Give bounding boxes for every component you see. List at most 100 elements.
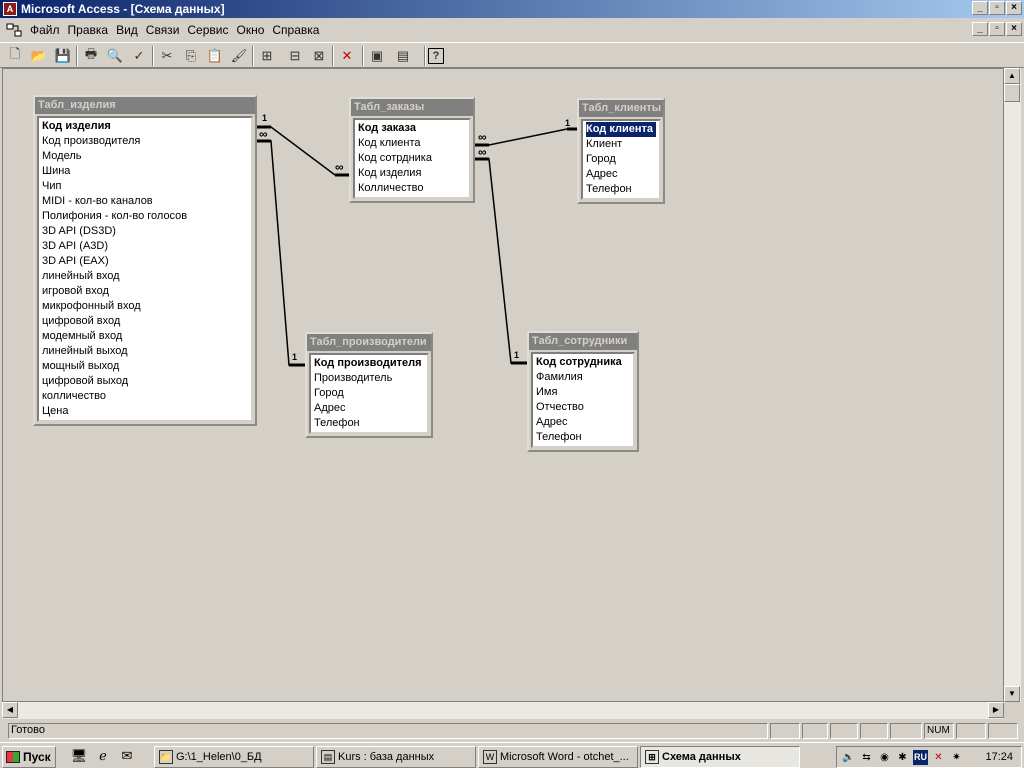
table-title[interactable]: Табл_клиенты <box>579 100 663 117</box>
restore-button[interactable]: ▫ <box>989 1 1005 15</box>
table-field[interactable]: Полифония - кол-во голосов <box>42 210 188 222</box>
menu-item[interactable]: Сервис <box>187 23 229 37</box>
table-field[interactable]: модемный вход <box>42 330 123 342</box>
table-field[interactable]: Код производителя <box>314 357 422 369</box>
scroll-right-arrow-icon[interactable]: ▶ <box>988 702 1004 718</box>
table-field[interactable]: 3D API (DS3D) <box>42 225 116 237</box>
table-field[interactable]: Город <box>586 153 616 165</box>
show-table-icon[interactable]: ⊞ <box>261 48 273 63</box>
new-icon[interactable]: 🗋 <box>9 46 21 61</box>
table-field[interactable]: Код заказа <box>358 122 416 134</box>
horizontal-scrollbar[interactable]: ◀ ▶ <box>2 702 1004 719</box>
scroll-left-arrow-icon[interactable]: ◀ <box>2 702 18 718</box>
scroll-up-arrow-icon[interactable]: ▲ <box>1004 68 1020 84</box>
table-title[interactable]: Табл_производители <box>307 334 431 351</box>
vertical-scrollbar[interactable]: ▲ ▼ <box>1004 68 1021 702</box>
database-window-icon[interactable]: ▣ <box>370 48 384 63</box>
settings-icon[interactable]: ✱ <box>898 752 907 763</box>
volume-icon[interactable]: 🔈 <box>842 752 855 763</box>
table-field[interactable]: MIDI - кол-во каналов <box>42 195 153 207</box>
table-field[interactable]: линейный вход <box>42 270 120 282</box>
preview-icon[interactable]: 🔍 <box>106 48 124 63</box>
menu-item[interactable]: Правка <box>67 23 109 37</box>
table-field[interactable]: Код изделия <box>358 167 422 179</box>
internet-explorer-icon[interactable]: ℯ <box>99 748 107 763</box>
table-field[interactable]: Адрес <box>536 416 568 428</box>
language-indicator[interactable]: RU <box>913 750 928 765</box>
table-field[interactable]: Телефон <box>314 417 360 429</box>
relationships-doc-icon[interactable] <box>6 22 22 38</box>
format-painter-icon[interactable]: 🖌 <box>230 48 248 63</box>
delete-icon[interactable]: ✕ <box>341 48 353 63</box>
table-field[interactable]: Код клиента <box>358 137 421 149</box>
table-field[interactable]: Модель <box>42 150 82 162</box>
table-field[interactable]: колличество <box>42 390 107 402</box>
scheduler-icon[interactable]: ✷ <box>952 752 961 763</box>
table-field[interactable]: Код изделия <box>42 120 111 132</box>
table-field[interactable]: Колличество <box>358 182 424 194</box>
outlook-express-icon[interactable]: ✉ <box>121 748 133 763</box>
minimize-button[interactable]: _ <box>972 1 988 15</box>
network-icon[interactable]: ⇆ <box>862 752 871 763</box>
table-field[interactable]: 3D API (EAX) <box>42 255 109 267</box>
show-desktop-icon[interactable]: 🖥 <box>70 748 88 763</box>
table-field[interactable]: Телефон <box>536 431 582 443</box>
table-field[interactable]: Производитель <box>314 372 393 384</box>
table-field[interactable]: Код сотрудника <box>536 356 622 368</box>
clock[interactable]: 17:24 <box>985 751 1013 763</box>
table-field[interactable]: игровой вход <box>42 285 109 297</box>
doc-restore-button[interactable]: ▫ <box>989 22 1005 36</box>
menu-item[interactable]: Файл <box>30 23 60 37</box>
doc-close-button[interactable]: × <box>1006 22 1022 36</box>
copy-icon[interactable]: ⎘ <box>185 48 197 63</box>
antivirus-icon[interactable]: ◉ <box>880 752 889 763</box>
taskbar-task-button[interactable]: ▤Kurs : база данных <box>316 746 476 768</box>
new-object-icon[interactable]: ▤ <box>396 48 410 63</box>
help-icon[interactable]: ? <box>428 48 444 64</box>
cut-icon[interactable]: ✂ <box>161 48 173 63</box>
table-field[interactable]: Шина <box>42 165 71 177</box>
table-field[interactable]: цифровой выход <box>42 375 129 387</box>
scroll-down-arrow-icon[interactable]: ▼ <box>1004 686 1020 702</box>
menu-item[interactable]: Справка <box>272 23 320 37</box>
start-button[interactable]: Пуск <box>2 746 56 768</box>
close-button[interactable]: × <box>1006 1 1022 15</box>
all-relationships-icon[interactable]: ⊠ <box>313 48 325 63</box>
table-field[interactable]: Адрес <box>586 168 618 180</box>
table-field[interactable]: цифровой вход <box>42 315 121 327</box>
doc-minimize-button[interactable]: _ <box>972 22 988 36</box>
menu-item[interactable]: Окно <box>236 23 265 37</box>
table-title[interactable]: Табл_изделия <box>35 97 255 114</box>
save-icon[interactable]: 💾 <box>54 48 72 63</box>
vertical-scroll-thumb[interactable] <box>1004 84 1020 102</box>
table-field[interactable]: линейный выход <box>42 345 128 357</box>
spelling-icon[interactable]: ✓ <box>133 48 145 63</box>
taskbar-task-button[interactable]: ⊞Схема данных <box>640 746 800 768</box>
menu-item[interactable]: Вид <box>116 23 138 37</box>
table-field[interactable]: Фамилия <box>536 371 583 383</box>
table-field[interactable]: Отчество <box>536 401 584 413</box>
table-field[interactable]: Адрес <box>314 402 346 414</box>
table-field[interactable]: микрофонный вход <box>42 300 141 312</box>
open-icon[interactable]: 📂 <box>30 48 48 63</box>
access-app-icon[interactable]: A <box>3 2 17 16</box>
table-field[interactable]: Код сотрдника <box>358 152 432 164</box>
table-title[interactable]: Табл_заказы <box>351 99 473 116</box>
direct-relationships-icon[interactable]: ⊟ <box>289 48 301 63</box>
table-field[interactable]: Город <box>314 387 344 399</box>
table-field[interactable]: Телефон <box>586 183 632 195</box>
table-field[interactable]: Имя <box>536 386 558 398</box>
relationships-canvas[interactable]: 1 ∞ ∞ ∞ ∞ 1 1 1 Табл_изделия Код изделия… <box>2 68 1004 702</box>
table-field[interactable]: 3D API (A3D) <box>42 240 109 252</box>
network-disconnected-icon[interactable]: ✕ <box>934 752 943 763</box>
